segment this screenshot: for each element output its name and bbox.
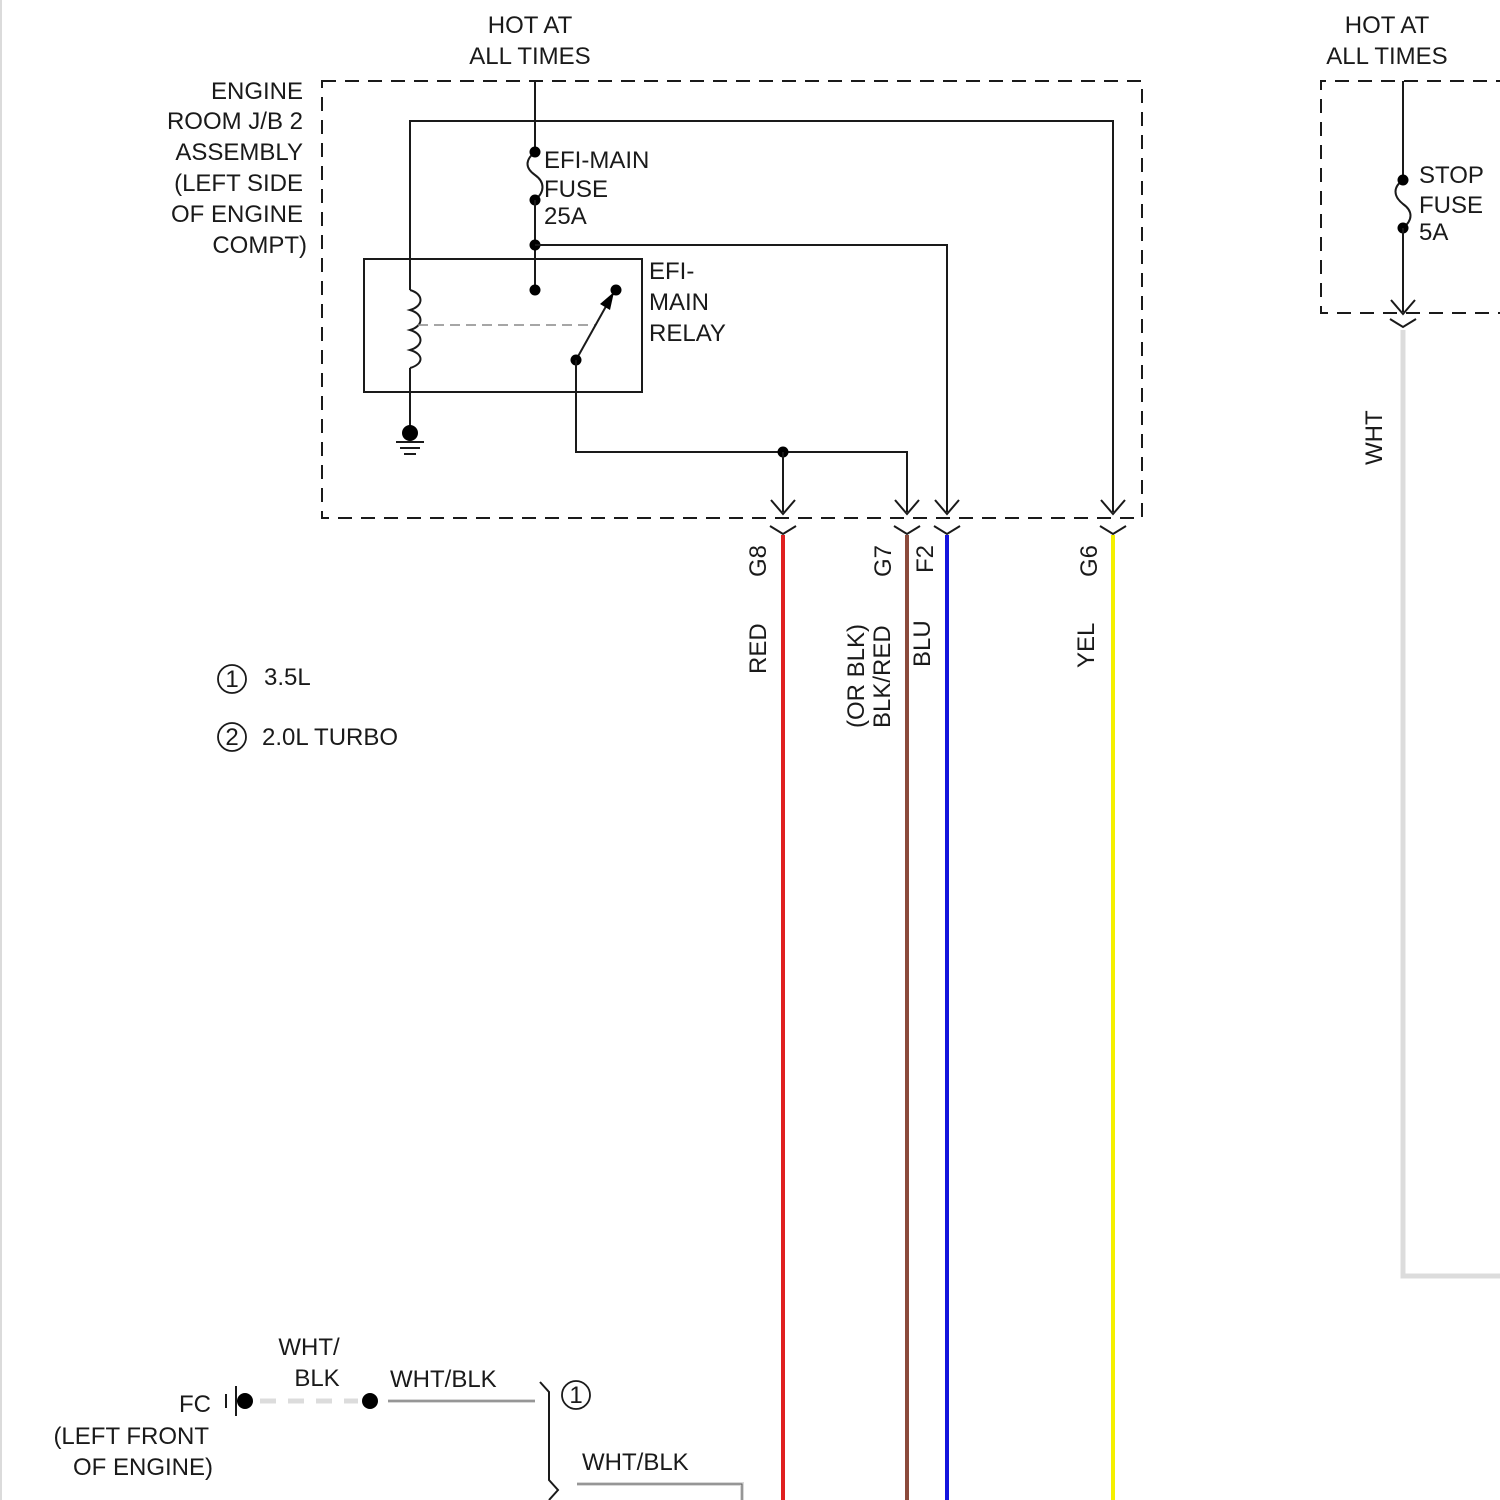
ground-wire-b-label: WHT/BLK (390, 1366, 497, 1393)
ground-fc: FC (LEFT FRONT OF ENGINE) WHT/ BLK WHT/B… (53, 1334, 742, 1500)
relay-contact-fixed (530, 285, 541, 296)
relay-output-wire (576, 360, 907, 512)
hot-at-all-times-line2: ALL TIMES (469, 43, 590, 70)
relay-label-line2: MAIN (649, 289, 709, 316)
ground-terminal (237, 1393, 253, 1409)
wire-blk-red-label: BLK/RED (869, 625, 896, 728)
legend-text-1: 3.5L (264, 664, 311, 691)
relay-switch-arrow-icon (600, 292, 614, 310)
variant-legend: 1 3.5L 2 2.0L TURBO (218, 664, 398, 751)
wire-to-g6 (410, 121, 1113, 512)
ground-wire-a-line2: BLK (294, 1365, 339, 1392)
ground-location-line1: (LEFT FRONT (53, 1423, 209, 1450)
stop-fuse-symbol (1396, 180, 1411, 228)
relay-label-line1: EFI- (649, 258, 694, 285)
wire-or-blk-label: (OR BLK) (843, 624, 870, 728)
variant-badge-num: 1 (569, 1382, 582, 1409)
wire-yel-label: YEL (1073, 623, 1100, 668)
ground-wire-a-line1: WHT/ (278, 1334, 340, 1361)
stop-hot-line1: HOT AT (1345, 12, 1430, 39)
ground-icon (396, 425, 424, 454)
legend-num-2: 2 (225, 724, 238, 751)
jb-label-line5: OF ENGINE (171, 201, 303, 228)
relay-label-line3: RELAY (649, 320, 726, 347)
jb-label-line3: ASSEMBLY (175, 139, 303, 166)
hot-at-all-times-line1: HOT AT (488, 12, 573, 39)
jb-label-line6: COMPT) (212, 232, 307, 259)
wire-labels: G8 G7 F2 G6 RED (OR BLK) BLK/RED BLU YEL (745, 545, 1103, 728)
wire-red-label: RED (745, 623, 772, 674)
chassis-ground-icon (226, 1386, 236, 1416)
variant-bracket-icon (540, 1382, 558, 1500)
fuse-terminal-top (530, 147, 541, 158)
wire-blu-label: BLU (909, 620, 936, 667)
wire-to-f2 (535, 245, 947, 512)
fuse-label-line2: FUSE (544, 176, 608, 203)
connector-g7-label: G7 (870, 545, 897, 577)
relay-coil-icon (410, 290, 421, 368)
stop-fuse-label-line2: FUSE (1419, 192, 1483, 219)
relay-contact-switch (611, 285, 622, 296)
ground-splice (362, 1393, 378, 1409)
connector-f2-label: F2 (912, 545, 939, 573)
engine-room-jb2: HOT AT ALL TIMES ENGINE ROOM J/B 2 ASSEM… (167, 12, 1142, 534)
connector-g8-label: G8 (745, 545, 772, 577)
stop-fuse-label-line1: STOP (1419, 162, 1484, 189)
stop-connector-chevron-icon (1390, 319, 1416, 327)
wire-wht-label: WHT (1361, 410, 1388, 465)
jb-label-line4: (LEFT SIDE (174, 170, 303, 197)
stop-fuse-box: HOT AT ALL TIMES STOP FUSE 5A (1321, 12, 1500, 327)
fuse-label-line1: EFI-MAIN (544, 147, 649, 174)
efi-main-fuse-symbol (528, 152, 543, 200)
stop-fuse-label-line3: 5A (1419, 219, 1448, 246)
fuse-label-line3: 25A (544, 203, 587, 230)
ground-wire-c-edge (577, 1484, 742, 1500)
ground-wire-c-label: WHT/BLK (582, 1449, 689, 1476)
ground-fc-name: FC (179, 1391, 211, 1418)
wire-wht (1403, 330, 1500, 1276)
ground-wire-c (577, 1484, 742, 1500)
jb-label-line2: ROOM J/B 2 (167, 108, 303, 135)
stop-fuse-terminal-top (1398, 175, 1409, 186)
jb-label-line1: ENGINE (211, 78, 303, 105)
stop-hot-line2: ALL TIMES (1326, 43, 1447, 70)
legend-num-1: 1 (225, 666, 238, 693)
ground-location-line2: OF ENGINE) (73, 1454, 213, 1481)
connector-g6-label: G6 (1076, 545, 1103, 577)
legend-text-2: 2.0L TURBO (262, 724, 398, 751)
